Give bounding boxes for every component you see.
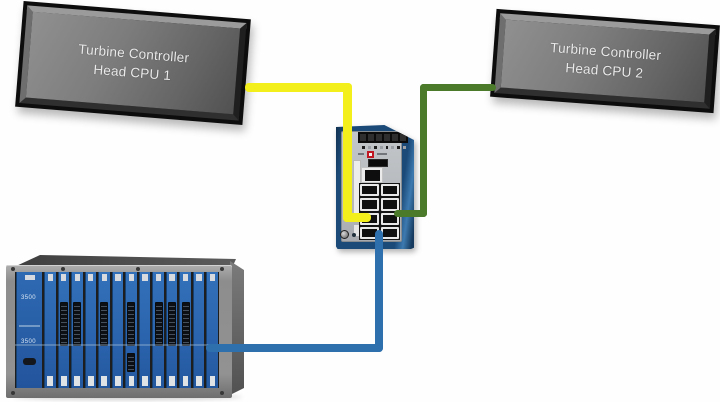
monitor-card <box>71 272 83 388</box>
cable-segment <box>375 230 383 352</box>
cable-segment <box>343 83 352 222</box>
node-cpu2: Turbine Controller Head CPU 2 <box>490 8 720 114</box>
monitor-card <box>152 272 164 388</box>
dsub-connector <box>23 357 36 365</box>
monitor-card <box>111 272 124 388</box>
monitor-card <box>179 272 191 388</box>
monitor-card <box>192 272 205 388</box>
panel-text-mark <box>358 153 364 155</box>
monitor-card <box>84 272 97 388</box>
rack-frame: 3500 3500 <box>6 265 232 398</box>
card-cage: 3500 3500 <box>15 272 219 388</box>
rj45-port-grid <box>359 183 400 240</box>
rj45-port <box>360 198 379 211</box>
screw-icon <box>11 267 15 271</box>
cpu2-bevel-frame: Turbine Controller Head CPU 2 <box>494 13 716 109</box>
monitor-card <box>98 272 110 388</box>
cable-segment <box>245 83 352 92</box>
node-cpu1: Turbine Controller Head CPU 1 <box>15 1 251 125</box>
screw-icon <box>11 391 15 395</box>
monitor-card <box>206 272 218 388</box>
panel-text-mark <box>377 153 387 155</box>
ethernet-switch <box>336 125 414 249</box>
rj45-port <box>380 184 399 197</box>
uplink-rj45-port <box>361 167 383 183</box>
label-strip <box>354 225 361 236</box>
cable-segment <box>420 84 427 217</box>
rack-top-face <box>14 255 236 268</box>
rj45-port <box>380 198 399 211</box>
cable-segment <box>420 84 496 91</box>
ground-symbol-icon <box>352 233 356 237</box>
rack-model-label: 3500 <box>21 295 36 302</box>
screw-icon <box>136 267 140 271</box>
cpu2-face: Turbine Controller Head CPU 2 <box>500 19 710 103</box>
rack-model-label: 3500 <box>21 339 36 346</box>
terminal-block <box>358 132 408 143</box>
screw-icon <box>220 391 224 395</box>
screw-icon <box>61 267 65 271</box>
cpu1-bevel-frame: Turbine Controller Head CPU 1 <box>19 5 247 121</box>
switch-housing <box>336 125 414 249</box>
monitor-card <box>165 272 178 388</box>
vendor-logo-icon <box>367 151 374 158</box>
screw-icon <box>220 267 224 271</box>
card-divider <box>19 325 40 328</box>
monitor-card <box>138 272 151 388</box>
monitor-card <box>57 272 70 388</box>
monitor-card <box>44 272 56 388</box>
rj45-port <box>360 184 379 197</box>
ground-screw-icon <box>340 230 349 239</box>
rj45-port <box>380 226 399 239</box>
cable-segment <box>206 344 383 352</box>
status-display <box>368 159 388 167</box>
rack-3500: 3500 3500 <box>4 254 246 402</box>
power-supply-card: 3500 3500 <box>16 272 42 388</box>
status-led-row <box>362 146 406 150</box>
rack-side-face <box>230 261 244 395</box>
cable-segment <box>394 210 427 217</box>
cable-segment <box>343 213 371 222</box>
monitor-card <box>125 272 137 388</box>
cpu1-face: Turbine Controller Head CPU 1 <box>25 11 241 115</box>
